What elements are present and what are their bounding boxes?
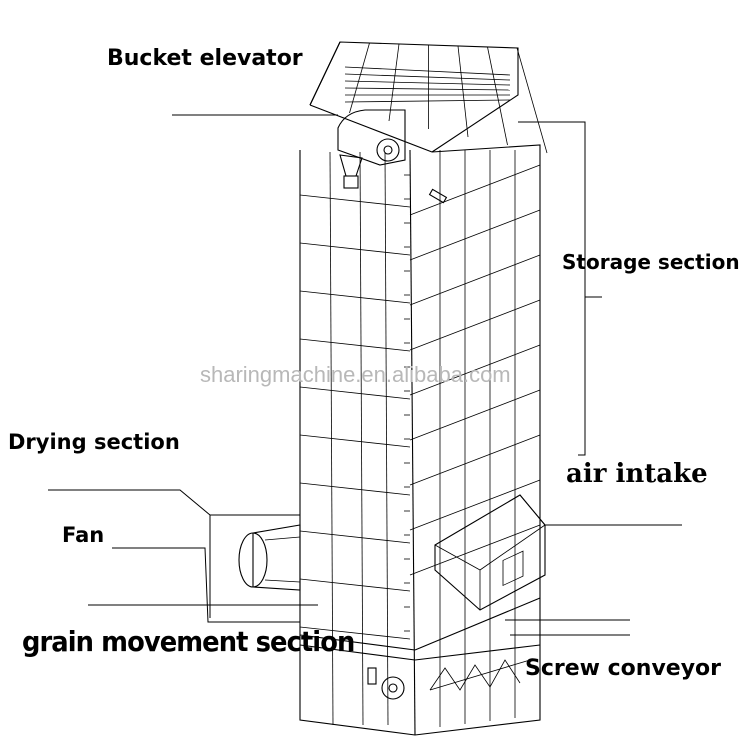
watermark: sharingmachine.en.alibaba.com bbox=[200, 362, 511, 387]
screw-conveyor-label: Screw conveyor bbox=[525, 656, 722, 681]
storage-section-label: Storage section bbox=[562, 250, 740, 274]
drawing-line bbox=[409, 209, 541, 261]
grain-movement-section-label: grain movement section bbox=[22, 625, 355, 658]
drawing-line bbox=[299, 530, 411, 544]
drawing-line bbox=[409, 434, 541, 486]
drawing-line bbox=[457, 45, 469, 138]
drawing-line bbox=[409, 254, 541, 306]
drawing-line bbox=[409, 389, 541, 441]
drawing-line bbox=[409, 299, 541, 351]
drawing-line bbox=[299, 482, 411, 496]
grain-movement-drawing bbox=[299, 597, 541, 700]
drawing-line bbox=[344, 80, 511, 86]
drawing-line bbox=[344, 87, 511, 91]
air-intake-label: air intake bbox=[566, 459, 708, 489]
drawing-line bbox=[409, 164, 541, 216]
drawing-line bbox=[309, 41, 341, 106]
drawing-line bbox=[299, 338, 411, 352]
tower-body bbox=[299, 144, 541, 736]
drawing-line bbox=[384, 151, 389, 726]
drawing-line bbox=[487, 46, 508, 146]
drawing-line bbox=[299, 578, 411, 592]
bucket-elevator-drawing bbox=[337, 109, 406, 189]
drawing-line bbox=[409, 479, 541, 531]
drying-section-label: Drying section bbox=[8, 430, 180, 454]
drawing-line bbox=[516, 47, 548, 154]
drawing-line bbox=[409, 344, 541, 396]
air-intake-drawing bbox=[434, 494, 546, 611]
drawing-line bbox=[409, 524, 541, 576]
drawing-line bbox=[349, 42, 370, 114]
drawing-line bbox=[344, 66, 511, 76]
drawing-line bbox=[299, 194, 411, 208]
drawing-line bbox=[299, 626, 411, 640]
bucket-elevator-label: Bucket elevator bbox=[107, 46, 303, 71]
fan-label: Fan bbox=[62, 523, 105, 547]
fan-drawing bbox=[238, 524, 301, 591]
drawing-line bbox=[299, 242, 411, 256]
drawing-line bbox=[299, 290, 411, 304]
drawing-line bbox=[359, 151, 364, 726]
drawing-line bbox=[299, 434, 411, 448]
top-cage bbox=[309, 41, 548, 154]
bolt-detail bbox=[428, 188, 448, 204]
leader-lines bbox=[48, 114, 682, 636]
drawing-line bbox=[344, 73, 511, 81]
drawing-line bbox=[344, 99, 511, 103]
drawing-line bbox=[299, 386, 411, 400]
